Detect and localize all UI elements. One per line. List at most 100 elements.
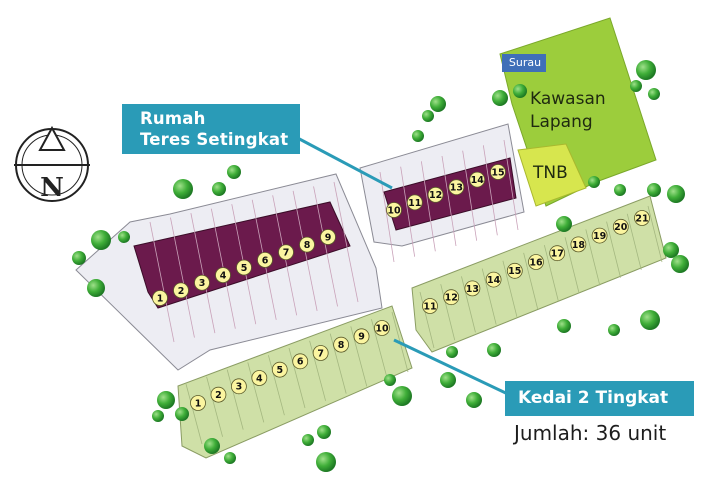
unit-marker: 13 — [448, 179, 465, 196]
tnb-zone — [517, 143, 587, 207]
tree-icon — [430, 96, 446, 112]
unit-marker: 13 — [464, 280, 481, 297]
rumah-callout-line1: Rumah — [140, 109, 206, 128]
tree-icon — [671, 255, 689, 273]
tree-icon — [412, 130, 424, 142]
unit-marker: 7 — [312, 345, 329, 361]
tree-icon — [204, 438, 220, 454]
unit-marker: 19 — [591, 227, 608, 244]
kedai-callout-pointer — [393, 338, 513, 398]
unit-number: 15 — [491, 167, 504, 178]
unit-number: 21 — [635, 213, 648, 224]
tree-icon — [492, 90, 508, 106]
unit-marker: 14 — [469, 171, 486, 188]
unit-number: 17 — [551, 249, 564, 260]
unit-number: 7 — [317, 348, 324, 359]
unit-marker: 12 — [427, 186, 444, 203]
tree-icon — [636, 60, 656, 80]
tree-icon — [640, 310, 660, 330]
tree-icon — [316, 452, 336, 472]
unit-number: 13 — [466, 284, 479, 295]
kawasan-label-line2: Lapang — [530, 112, 593, 132]
tree-icon — [422, 110, 434, 122]
tree-icon — [630, 80, 642, 92]
unit-marker: 10 — [374, 320, 390, 336]
unit-marker: 1 — [152, 290, 168, 306]
tree-icon — [87, 279, 105, 297]
unit-number: 5 — [276, 365, 283, 376]
unit-number: 19 — [593, 231, 606, 242]
unit-marker: 15 — [506, 262, 523, 279]
tree-icon — [118, 231, 130, 243]
kawasan-lapang-label: Kawasan Lapang — [530, 88, 606, 134]
tree-icon — [648, 88, 660, 100]
unit-marker: 5 — [271, 361, 288, 378]
tree-icon — [227, 165, 241, 179]
unit-marker: 21 — [634, 210, 650, 226]
tree-icon — [317, 425, 331, 439]
tree-icon — [513, 84, 527, 98]
unit-marker: 6 — [257, 251, 273, 268]
unit-marker: 8 — [333, 336, 350, 353]
rumah-callout-pointer — [289, 132, 393, 190]
unit-marker: 6 — [292, 353, 309, 370]
unit-marker: 14 — [485, 271, 502, 288]
tree-icon — [173, 179, 193, 199]
unit-number: 1 — [195, 398, 202, 409]
unit-number: 1 — [157, 293, 164, 304]
unit-marker: 2 — [210, 386, 227, 403]
unit-number: 11 — [408, 198, 421, 209]
tree-icon — [302, 434, 314, 446]
unit-marker: 4 — [215, 267, 231, 284]
unit-number: 4 — [220, 271, 227, 282]
tree-icon — [608, 324, 620, 336]
unit-marker: 9 — [353, 328, 370, 345]
unit-marker: 18 — [570, 236, 587, 253]
unit-number: 9 — [358, 332, 365, 343]
unit-marker: 20 — [612, 218, 629, 235]
kawasan-label-line1: Kawasan — [530, 89, 606, 109]
unit-number: 2 — [178, 286, 185, 297]
unit-number: 5 — [241, 263, 248, 274]
unit-marker: 4 — [251, 370, 268, 386]
tree-icon — [556, 216, 572, 232]
tree-icon — [466, 392, 482, 408]
open-space-area — [499, 17, 657, 207]
unit-number: 14 — [471, 175, 485, 186]
unit-number: 3 — [199, 278, 206, 289]
tnb-label: TNB — [533, 163, 568, 183]
surau-zone — [502, 54, 546, 72]
tree-icon — [152, 410, 164, 422]
tree-icon — [72, 251, 86, 265]
unit-number: 8 — [338, 340, 345, 351]
unit-marker: 8 — [299, 236, 315, 253]
unit-marker: 5 — [236, 259, 252, 276]
unit-marker: 11 — [422, 298, 438, 314]
tree-icon — [392, 386, 412, 406]
total-units-label: Jumlah: 36 unit — [514, 421, 667, 445]
unit-number: 16 — [529, 257, 543, 268]
unit-number: 6 — [297, 357, 304, 368]
unit-marker: 2 — [173, 282, 189, 299]
tree-icon — [487, 343, 501, 357]
unit-number: 4 — [256, 373, 263, 384]
unit-marker: 15 — [490, 164, 506, 180]
shop-block-a: 1 234 5 6 7 8 9 10 — [177, 305, 413, 459]
unit-number: 13 — [450, 183, 463, 194]
tree-icon — [440, 372, 456, 388]
rumah-teres-callout: Rumah Teres Setingkat — [122, 104, 300, 154]
unit-marker: 11 — [406, 194, 423, 211]
unit-marker: 3 — [230, 378, 247, 395]
kedai-callout: Kedai 2 Tingkat — [505, 381, 694, 416]
compass-letter: N — [40, 173, 64, 203]
unit-marker: 9 — [320, 229, 336, 245]
tree-icon — [647, 183, 661, 197]
tree-icon — [588, 176, 600, 188]
surau-label: Surau — [508, 56, 542, 69]
unit-number: 8 — [304, 240, 311, 251]
unit-number: 2 — [215, 390, 222, 401]
